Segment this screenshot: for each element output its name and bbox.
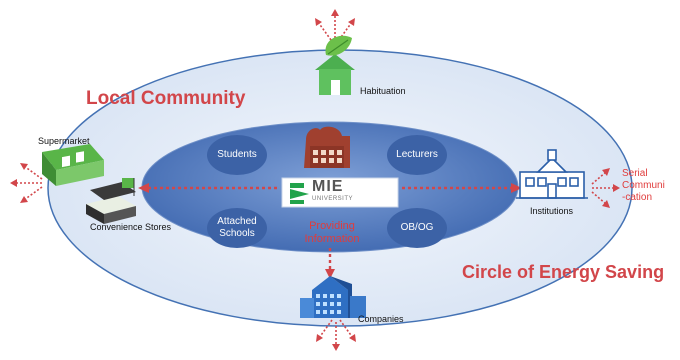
communi-line: Communi [622,180,665,191]
lecturers-bubble [387,135,447,175]
supermarket-label: Supermarket [38,136,90,146]
convenience-store-icon [86,178,136,224]
information-line: Information [304,233,360,245]
university-logo-subtext: UNIVERSITY [312,196,354,202]
radiate-arrows-top [315,9,355,41]
attached-schools-bubble [207,208,267,248]
local-community-label: Local Community [86,88,246,109]
house-leaf-icon [315,35,355,95]
serial-communication-label: Serial Communi -cation [622,168,665,204]
schools-line: Schools [219,228,255,239]
mie-logo-text: MIE [312,178,344,195]
serial-line: Serial [622,168,648,179]
cation-line: -cation [622,192,653,203]
connector-arrowheads [138,183,522,279]
radiate-arrows-left [10,163,43,203]
providing-information-label: Providing Information [296,220,368,246]
attached-schools-label: Attached Schools [207,216,267,240]
companies-label: Companies [358,314,404,324]
providing-line: Providing [309,220,355,232]
habituation-label: Habituation [360,86,406,96]
institutions-icon [516,149,588,199]
connector-lines [148,186,512,270]
circle-of-energy-saving-label: Circle of Energy Saving [462,262,665,282]
radiate-arrows-right [591,168,620,208]
students-bubble [207,135,267,175]
institutions-label: Institutions [530,206,574,216]
students-label: Students [217,149,257,160]
lecturers-label: Lecturers [396,149,438,160]
convenience-stores-label: Convenience Stores [90,222,172,232]
obog-label: OB/OG [400,222,434,233]
companies-icon [300,276,366,318]
obog-bubble [387,208,447,248]
university-building-icon [304,126,350,168]
radiate-arrows-bottom [316,319,356,351]
supermarket-icon [42,144,104,186]
mie-logo-mark [290,183,309,204]
attached-line: Attached [217,216,257,227]
